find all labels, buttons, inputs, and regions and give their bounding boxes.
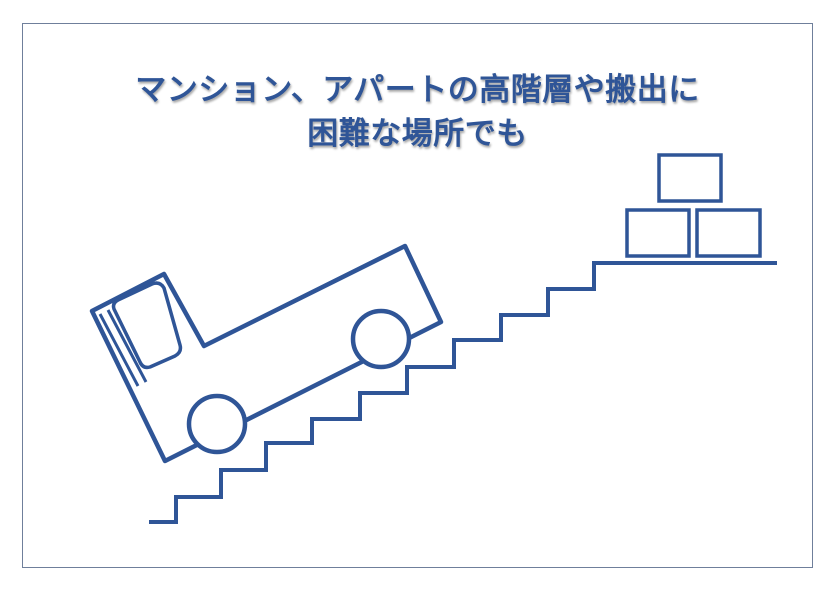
truck-wheel-front (186, 393, 248, 455)
truck-body (89, 243, 444, 464)
headline-line-1: マンション、アパートの高階層や搬出に (135, 72, 700, 108)
cargo-box-left (625, 208, 691, 258)
headline-line-2: 困難な場所でも (307, 116, 528, 152)
cargo-box-top (657, 153, 723, 203)
headline: マンション、アパートの高階層や搬出に 困難な場所でも (0, 68, 835, 156)
staircase-icon (149, 261, 777, 524)
truck-window (111, 281, 183, 370)
cargo-boxes-icon (625, 153, 762, 258)
truck-icon (89, 243, 444, 464)
cargo-box-right (695, 208, 762, 258)
truck-front-detail (98, 309, 148, 387)
truck-wheel-rear (350, 308, 412, 370)
